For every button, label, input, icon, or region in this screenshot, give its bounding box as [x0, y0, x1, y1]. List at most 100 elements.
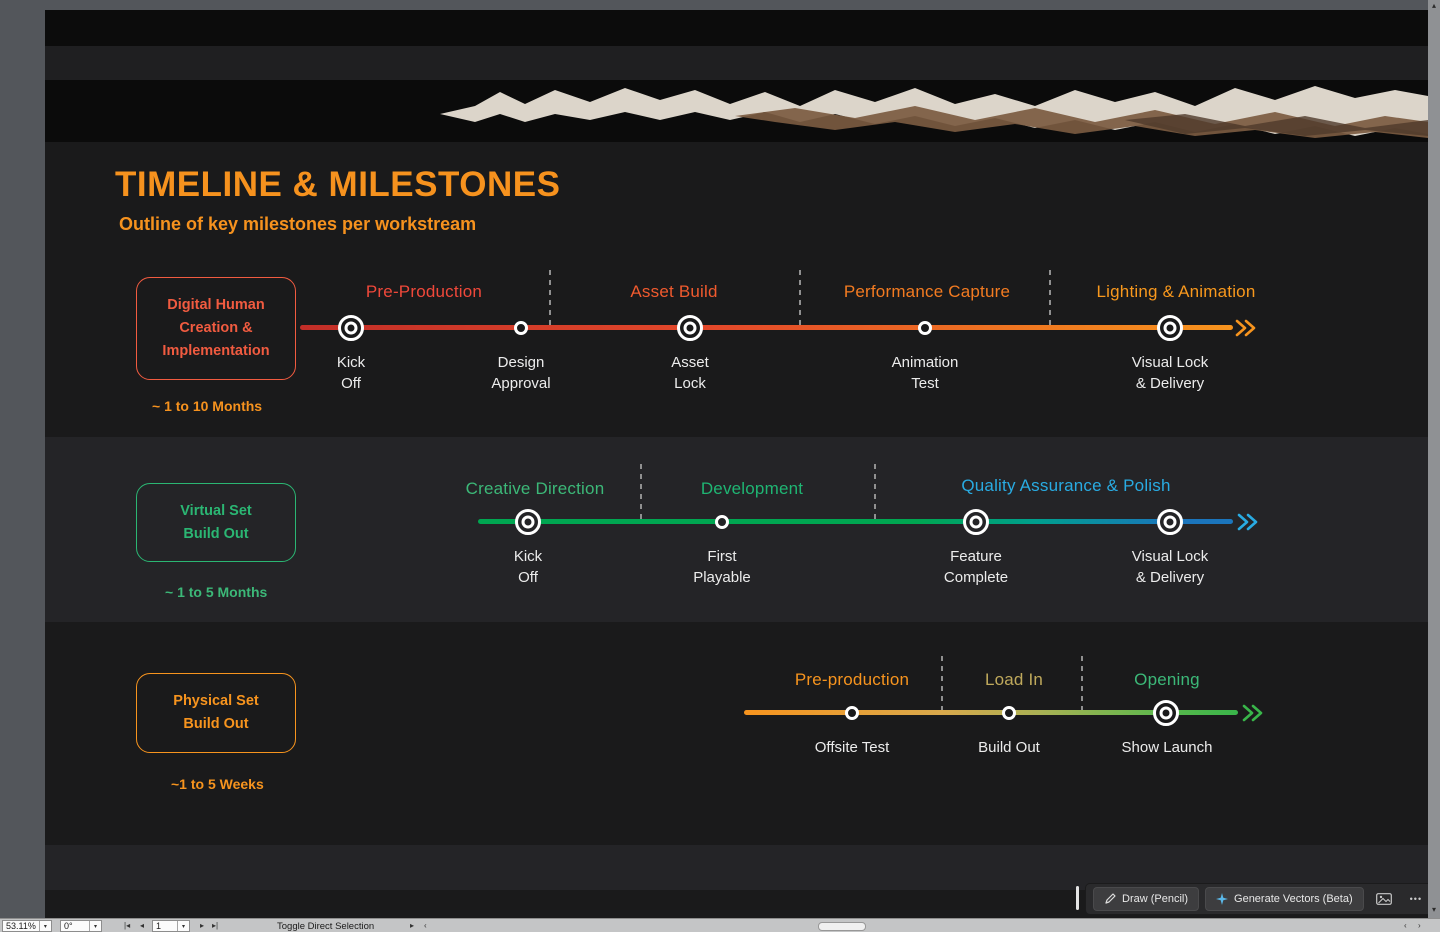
phase-divider — [874, 464, 876, 520]
workstream-box-label: Virtual Set Build Out — [180, 502, 252, 542]
milestone-label[interactable]: Feature Complete — [943, 548, 1009, 586]
scroll-up-icon[interactable]: ▴ — [1431, 1, 1436, 10]
draw-pencil-button[interactable]: Draw (Pencil) — [1093, 887, 1200, 911]
status-bar: 53.11% ▾ 0° ▾ |◂ ◂ 1 ▾ ▸ ▸| Toggle Direc… — [0, 918, 1440, 932]
rotation-field[interactable]: 0° ▾ — [60, 920, 102, 932]
scroll-right-icon[interactable]: › — [1418, 921, 1421, 930]
page-number-field[interactable]: 1 ▾ — [152, 920, 190, 932]
phase-label-performance-capture[interactable]: Performance Capture — [843, 282, 1011, 301]
workstream-box-digital-human[interactable]: Digital Human Creation & Implementation — [136, 277, 296, 380]
phase-label-lighting-animation[interactable]: Lighting & Animation — [1096, 282, 1256, 301]
generate-vectors-button[interactable]: Generate Vectors (Beta) — [1205, 887, 1364, 911]
timeline-arrow-icon — [1235, 319, 1256, 337]
milestone-label[interactable]: First Playable — [693, 548, 751, 586]
artboard-header-band — [45, 10, 1428, 46]
milestone-marker-animation-test[interactable] — [918, 321, 932, 335]
phase-label-development[interactable]: Development — [700, 479, 804, 498]
duration-label-digital-human[interactable]: ~ 1 to 10 Months — [152, 398, 263, 414]
pencil-icon — [1105, 893, 1116, 904]
context-toolbar: Draw (Pencil) Generate Vectors (Beta) ••… — [1085, 883, 1428, 915]
phase-divider — [549, 270, 551, 326]
phase-label-pre-production-3[interactable]: Pre-production — [794, 670, 910, 689]
phase-divider — [1049, 270, 1051, 326]
milestone-label[interactable]: Offsite Test — [814, 739, 890, 756]
phase-label-load-in[interactable]: Load In — [984, 670, 1044, 689]
milestone-label[interactable]: Show Launch — [1121, 739, 1213, 756]
generate-vectors-label: Generate Vectors (Beta) — [1234, 893, 1353, 905]
milestone-marker-visual-lock-1[interactable] — [1157, 315, 1183, 341]
scroll-left-icon[interactable]: ‹ — [1404, 921, 1407, 930]
duration-label-virtual-set[interactable]: ~ 1 to 5 Months — [165, 584, 268, 600]
media-button[interactable] — [1370, 888, 1398, 910]
phase-divider — [640, 464, 642, 520]
artboard-footer-band — [45, 845, 1428, 890]
milestone-marker-build-out[interactable] — [1002, 706, 1016, 720]
milestone-marker-visual-lock-2[interactable] — [1157, 509, 1183, 535]
milestone-label[interactable]: Design Approval — [491, 354, 551, 392]
phase-divider — [941, 656, 943, 712]
draw-pencil-label: Draw (Pencil) — [1122, 893, 1189, 905]
milestone-marker-show-launch[interactable] — [1153, 700, 1179, 726]
rotation-value: 0° — [64, 921, 73, 931]
timeline-line-physical-set[interactable] — [744, 710, 1238, 715]
document-canvas[interactable]: TIMELINE & MILESTONES Outline of key mil… — [45, 10, 1428, 918]
milestone-label[interactable]: Build Out — [978, 739, 1040, 756]
phase-divider — [799, 270, 801, 326]
slide-title[interactable]: TIMELINE & MILESTONES — [115, 165, 561, 204]
milestone-marker-asset-lock[interactable] — [677, 315, 703, 341]
image-icon — [1375, 893, 1392, 905]
last-page-button[interactable]: ▸| — [212, 921, 219, 930]
slide-subtitle[interactable]: Outline of key milestones per workstream — [119, 214, 477, 234]
milestone-label[interactable]: Animation Test — [891, 354, 959, 392]
milestone-label[interactable]: Asset Lock — [671, 354, 709, 392]
milestone-label[interactable]: Visual Lock & Delivery — [1131, 548, 1209, 586]
milestone-marker-kick-off[interactable] — [338, 315, 364, 341]
milestone-marker-design-approval[interactable] — [514, 321, 528, 335]
workstream-band-2 — [45, 437, 1428, 622]
phase-label-asset-build[interactable]: Asset Build — [630, 282, 718, 301]
workstream-band-1 — [45, 142, 1428, 437]
horizontal-scrollbar-thumb[interactable] — [818, 922, 866, 931]
vertical-scrollbar[interactable]: ▴ ▾ — [1428, 0, 1440, 918]
milestone-marker-offsite-test[interactable] — [845, 706, 859, 720]
milestone-marker-feature-complete[interactable] — [963, 509, 989, 535]
workstream-box-label: Digital Human Creation & Implementation — [162, 297, 270, 359]
phase-label-quality-assurance[interactable]: Quality Assurance & Polish — [961, 476, 1171, 495]
milestone-label[interactable]: Visual Lock & Delivery — [1131, 354, 1209, 392]
zoom-dropdown-icon[interactable]: ▾ — [38, 921, 51, 931]
duration-label-physical-set[interactable]: ~1 to 5 Weeks — [171, 776, 264, 792]
prev-page-button[interactable]: ◂ — [140, 921, 145, 930]
workstream-box-label: Physical Set Build Out — [173, 693, 259, 732]
rotation-dropdown-icon[interactable]: ▾ — [89, 921, 101, 931]
artboard-subheader-band — [45, 46, 1428, 80]
timeline-line-digital-human[interactable] — [300, 325, 1233, 330]
phase-label-opening[interactable]: Opening — [1134, 670, 1200, 689]
scroll-down-icon[interactable]: ▾ — [1431, 905, 1436, 914]
more-options-button[interactable]: ••• — [1404, 888, 1428, 910]
milestone-marker-kick-off-2[interactable] — [515, 509, 541, 535]
status-back-icon[interactable]: ‹ — [424, 921, 427, 930]
page-number-value: 1 — [156, 921, 162, 931]
milestone-marker-first-playable[interactable] — [715, 515, 729, 529]
milestone-label[interactable]: Kick Off — [513, 548, 543, 586]
timeline-line-virtual-set[interactable] — [478, 519, 1233, 524]
page-dropdown-icon[interactable]: ▾ — [177, 921, 189, 931]
torn-paper-graphic[interactable] — [45, 80, 1428, 142]
timeline-arrow-icon — [1242, 704, 1263, 722]
phase-label-creative-direction[interactable]: Creative Direction — [465, 479, 605, 498]
workstream-box-virtual-set[interactable]: Virtual Set Build Out — [136, 483, 296, 562]
toolbar-handle[interactable] — [1076, 886, 1079, 910]
first-page-button[interactable]: |◂ — [124, 921, 131, 930]
phase-divider — [1081, 656, 1083, 712]
phase-label-pre-production[interactable]: Pre-Production — [365, 282, 483, 301]
next-page-button[interactable]: ▸ — [200, 921, 205, 930]
workstream-box-physical-set[interactable]: Physical Set Build Out — [136, 673, 296, 753]
timeline-arrow-icon — [1237, 513, 1258, 531]
zoom-value: 53.11% — [6, 921, 36, 931]
sparkle-icon — [1216, 893, 1229, 905]
zoom-field[interactable]: 53.11% ▾ — [2, 920, 52, 932]
milestone-label[interactable]: Kick Off — [336, 354, 366, 392]
status-hint: Toggle Direct Selection — [277, 921, 375, 932]
status-play-icon[interactable]: ▸ — [410, 921, 415, 930]
